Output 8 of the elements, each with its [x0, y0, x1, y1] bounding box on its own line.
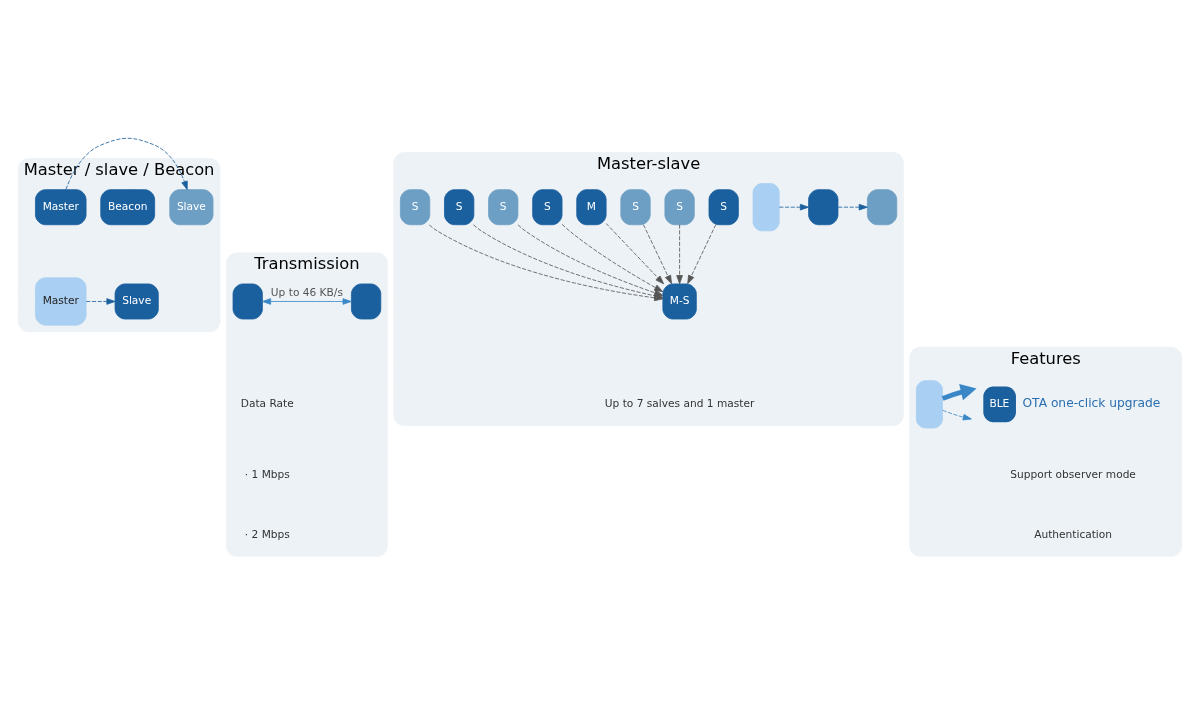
label: Up to 7 salves and 1 master [604, 397, 755, 411]
label: Data Rate [240, 397, 294, 411]
edge-label: Up to 46 KB/s [270, 286, 343, 300]
label: · 1 Mbps [244, 468, 290, 482]
label: Authentication [1034, 527, 1113, 541]
label: Support observer mode [1010, 468, 1136, 482]
node-label: OTA one-click upgrade [1022, 396, 1161, 411]
label: · 2 Mbps [244, 527, 290, 541]
